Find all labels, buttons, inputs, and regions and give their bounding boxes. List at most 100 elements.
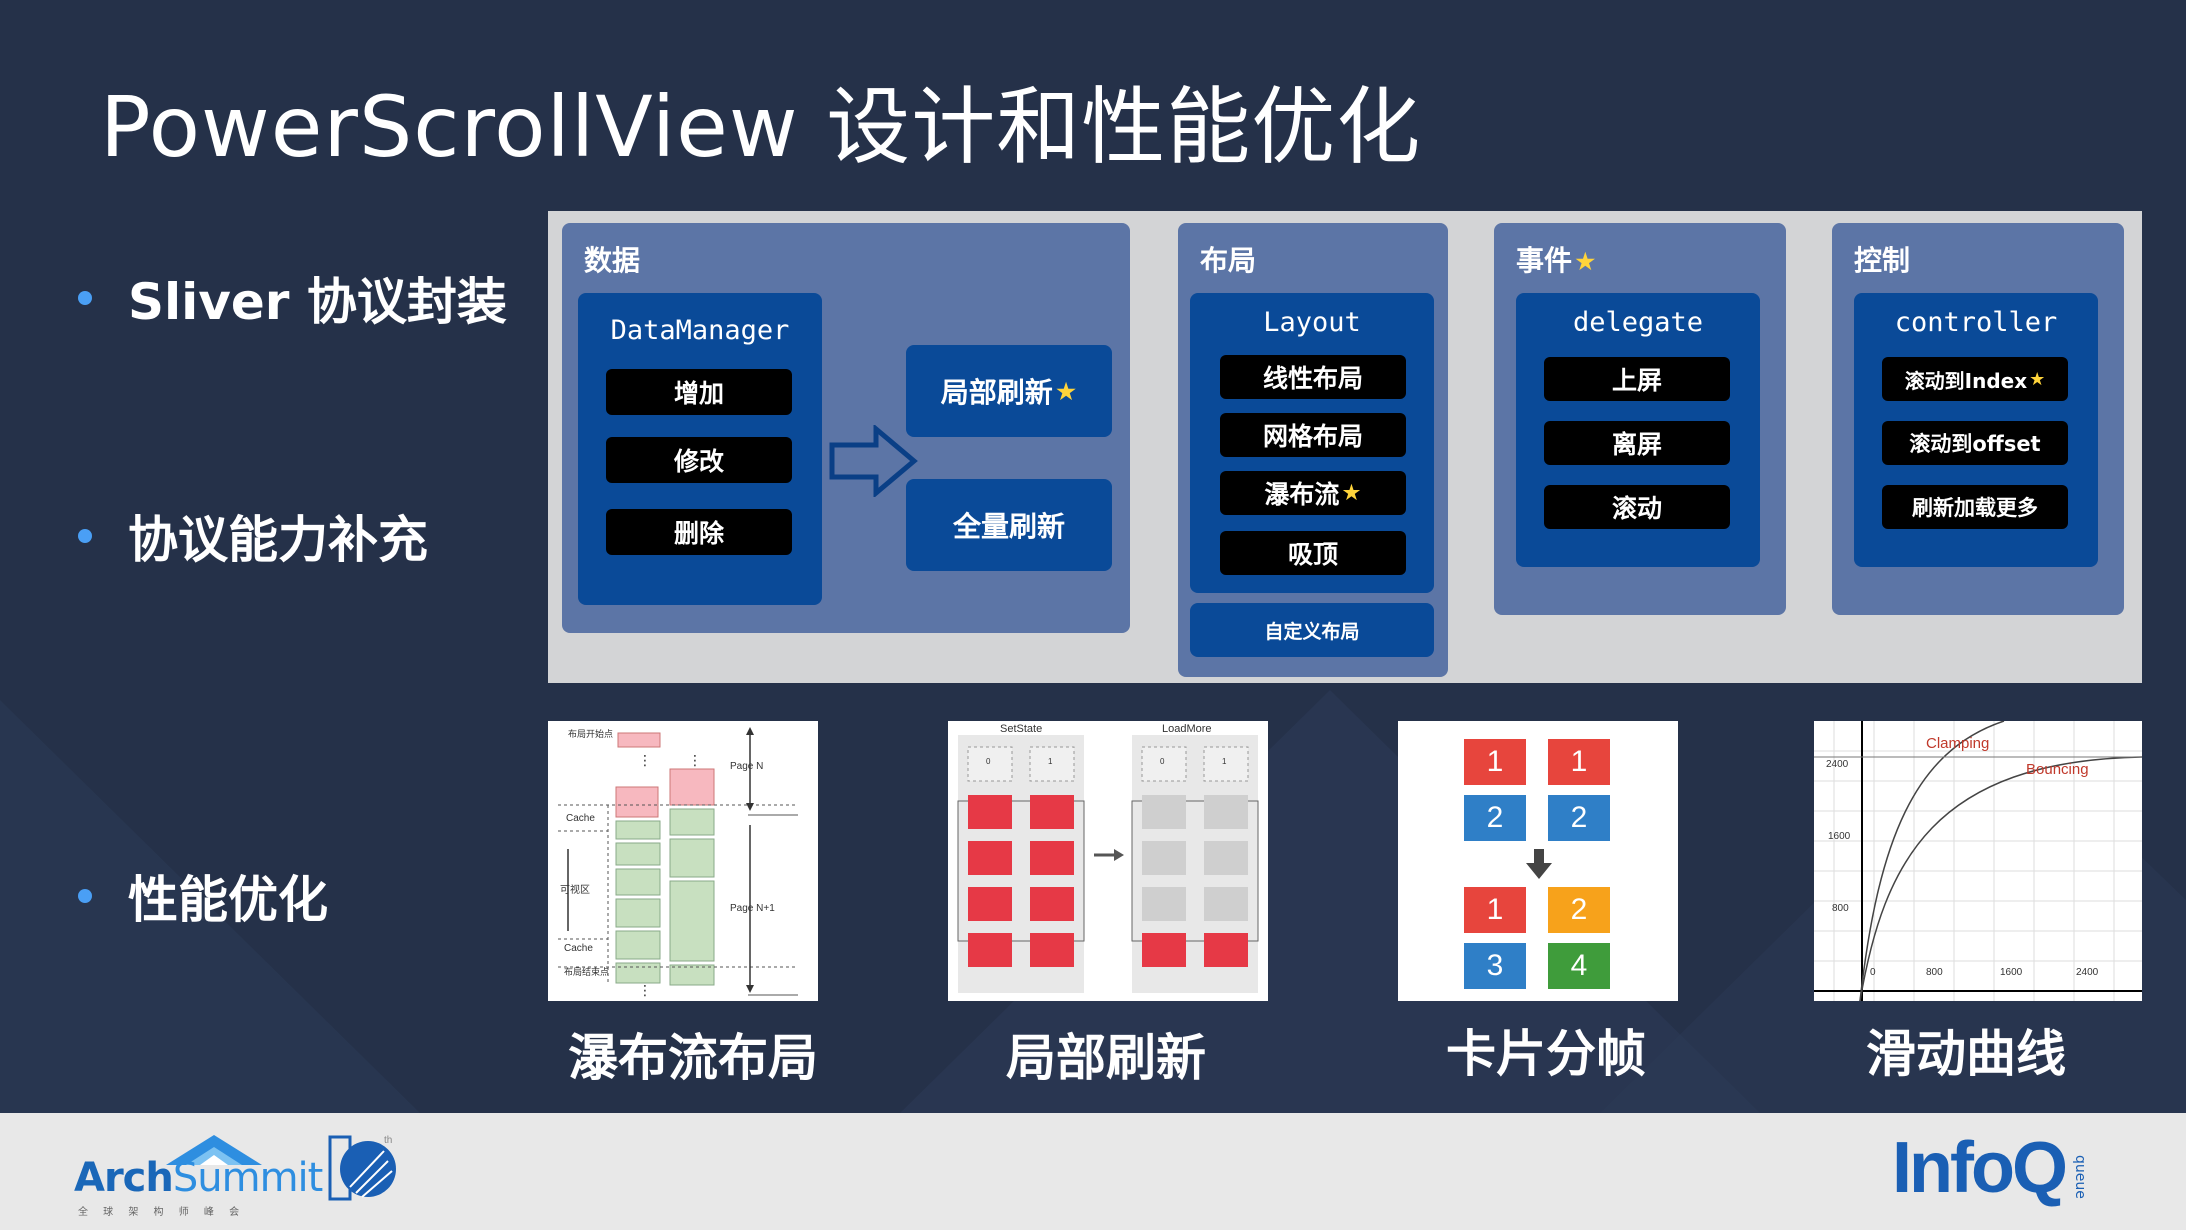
- partial-refresh-label: 局部刷新: [940, 376, 1053, 409]
- bullet-item: 协议能力补充: [78, 500, 428, 572]
- custom-layout-box: 自定义布局: [1190, 603, 1434, 657]
- layout-title: Layout: [1263, 307, 1361, 338]
- card-cell-red: 1: [1548, 739, 1610, 785]
- x-tick: 0: [1870, 967, 1876, 978]
- delete-pill: 删除: [606, 509, 792, 555]
- svg-text:⋮: ⋮: [688, 753, 702, 769]
- scroll-to-index-label: 滚动到Index: [1904, 368, 2028, 393]
- cell-number: 0: [986, 757, 991, 766]
- x-tick: 800: [1926, 967, 1943, 978]
- archsummit-subtitle: 全 球 架 构 师 峰 会: [78, 1207, 246, 1218]
- waterfall-caption: 瀑布流布局: [568, 1029, 818, 1087]
- data-manager-box: DataManager 增加 修改 删除: [578, 293, 822, 605]
- bullet-dot: [78, 889, 92, 903]
- bullet-text: Sliver 协议封装: [128, 273, 507, 331]
- label-layout-end: 布局结束点: [564, 967, 610, 977]
- partial-refresh-graphic: [957, 735, 1259, 993]
- controller-title: controller: [1894, 307, 2058, 338]
- label-page-n1: Page N+1: [730, 903, 775, 914]
- partial-refresh-caption: 局部刷新: [1006, 1029, 1206, 1087]
- label-cache-top: Cache: [566, 813, 595, 824]
- archsummit-wordmark: ArchSummit: [74, 1155, 323, 1201]
- infoq-side-text: queue: [2072, 1155, 2088, 1199]
- label-cache-bottom: Cache: [564, 943, 593, 954]
- svg-text:⋮: ⋮: [638, 753, 652, 769]
- label-loadmore: LoadMore: [1162, 723, 1212, 735]
- group-title: 事件★: [1516, 239, 1597, 279]
- star-icon: ★: [1054, 376, 1078, 406]
- full-refresh-box: 全量刷新: [906, 479, 1112, 571]
- card-frames-diagram: 1 1 2 2 1 2 3 4: [1398, 721, 1678, 1001]
- bullet-text: 性能优化: [128, 871, 328, 929]
- label-page-n: Page N: [730, 761, 764, 772]
- card-frames-caption: 卡片分帧: [1446, 1025, 1646, 1083]
- bullet-item: 性能优化: [78, 860, 328, 932]
- partial-refresh-diagram: SetState LoadMore 0 1 0 1: [948, 721, 1268, 1001]
- series-label-bouncing: Bouncing: [2026, 761, 2089, 778]
- card-cell-blue: 3: [1464, 943, 1526, 989]
- star-icon: ★: [1574, 247, 1597, 276]
- sticky-header-pill: 吸顶: [1220, 531, 1406, 575]
- card-cell-green: 4: [1548, 943, 1610, 989]
- footer: ArchSummit 全 球 架 构 师 峰 会 th InfoQ queue: [0, 1113, 2186, 1230]
- card-cell-red: 1: [1464, 887, 1526, 933]
- x-tick: 1600: [2000, 967, 2023, 978]
- badge-sup: th: [384, 1135, 393, 1146]
- arrow-down-icon: [1526, 849, 1552, 879]
- data-manager-title: DataManager: [610, 315, 790, 346]
- infoq-logo: InfoQ: [1892, 1128, 2068, 1208]
- scroll-to-offset-pill: 滚动到offset: [1882, 421, 2068, 465]
- delegate-title: delegate: [1572, 307, 1704, 338]
- delegate-box: delegate 上屏 离屏 滚动: [1516, 293, 1760, 567]
- add-pill: 增加: [606, 369, 792, 415]
- series-label-clamping: Clamping: [1926, 735, 1990, 752]
- on-screen-pill: 上屏: [1544, 357, 1730, 401]
- waterfall-pill: 瀑布流★: [1220, 471, 1406, 515]
- arrow-right-icon: [829, 425, 918, 497]
- bullet-dot: [78, 529, 92, 543]
- y-tick: 2400: [1826, 759, 1849, 770]
- archsummit-logo: ArchSummit 全 球 架 构 师 峰 会: [74, 1133, 334, 1218]
- y-tick: 1600: [1828, 831, 1851, 842]
- event-title-text: 事件: [1516, 244, 1573, 277]
- wordmark-arch: Arch: [74, 1155, 174, 1201]
- waterfall-label: 瀑布流: [1264, 480, 1340, 509]
- label-setstate: SetState: [1000, 723, 1043, 735]
- card-cell-blue: 2: [1464, 795, 1526, 841]
- cell-number: 1: [1048, 757, 1053, 766]
- anniversary-badge: th: [328, 1135, 402, 1205]
- layout-box: Layout 线性布局 网格布局 瀑布流★ 吸顶: [1190, 293, 1434, 593]
- group-title: 控制: [1854, 244, 1911, 277]
- scroll-pill: 滚动: [1544, 485, 1730, 529]
- bullet-dot: [78, 291, 92, 305]
- scroll-to-index-pill: 滚动到Index★: [1882, 357, 2068, 401]
- badge-icon: [328, 1135, 396, 1201]
- page-title: PowerScrollView 设计和性能优化: [100, 78, 1422, 176]
- cell-number: 0: [1160, 757, 1165, 766]
- group-title: 布局: [1200, 244, 1257, 277]
- card-cell-blue: 2: [1548, 795, 1610, 841]
- event-group: 事件★ delegate 上屏 离屏 滚动: [1494, 223, 1786, 615]
- bullet-text: 协议能力补充: [128, 511, 428, 569]
- architecture-panel: 数据 DataManager 增加 修改 删除 局部刷新★ 全量刷新 布局 La…: [548, 211, 2142, 683]
- y-tick: 800: [1832, 903, 1849, 914]
- svg-text:⋮: ⋮: [638, 983, 652, 999]
- x-tick: 2400: [2076, 967, 2099, 978]
- modify-pill: 修改: [606, 437, 792, 483]
- grid-layout-pill: 网格布局: [1220, 413, 1406, 457]
- scroll-curve-caption: 滑动曲线: [1866, 1025, 2066, 1083]
- control-group: 控制 controller 滚动到Index★ 滚动到offset 刷新加载更多: [1832, 223, 2124, 615]
- scroll-curve-graphic: [1814, 721, 2142, 1001]
- partial-refresh-box: 局部刷新★: [906, 345, 1112, 437]
- layout-group: 布局 Layout 线性布局 网格布局 瀑布流★ 吸顶 自定义布局: [1178, 223, 1448, 677]
- mountain-icon: [166, 1135, 262, 1165]
- card-cell-orange: 2: [1548, 887, 1610, 933]
- off-screen-pill: 离屏: [1544, 421, 1730, 465]
- data-group: 数据 DataManager 增加 修改 删除 局部刷新★ 全量刷新: [562, 223, 1130, 633]
- refresh-load-more-pill: 刷新加载更多: [1882, 485, 2068, 529]
- wordmark-summit: Summit: [172, 1155, 323, 1201]
- bullet-item: Sliver 协议封装: [78, 262, 507, 334]
- star-icon: ★: [2029, 368, 2046, 390]
- star-icon: ★: [1341, 480, 1362, 506]
- controller-box: controller 滚动到Index★ 滚动到offset 刷新加载更多: [1854, 293, 2098, 567]
